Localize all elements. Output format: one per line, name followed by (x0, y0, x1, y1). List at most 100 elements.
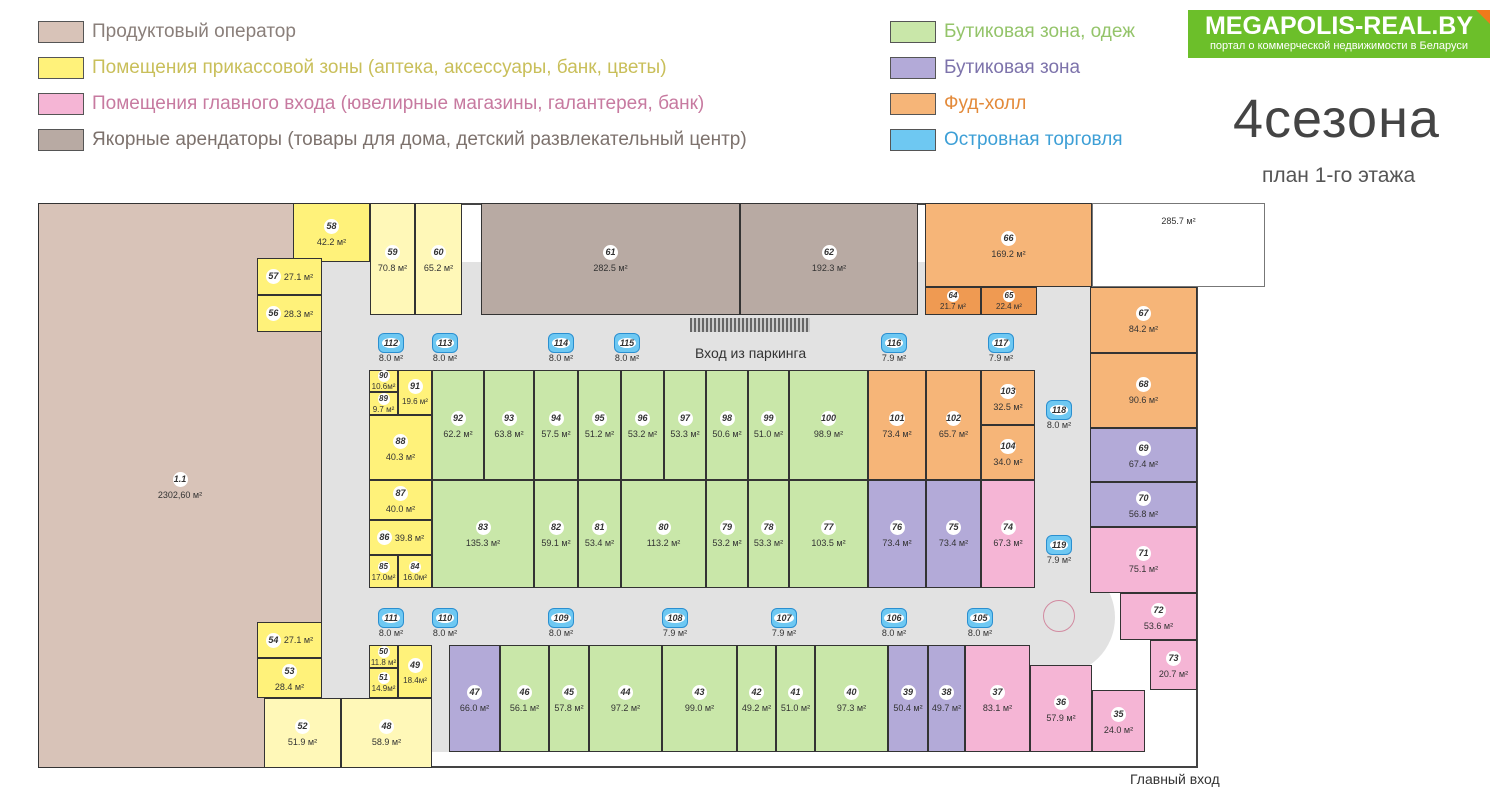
unit-area: 28.4 м² (274, 682, 305, 692)
unit-49[interactable]: 49 18.4м² (398, 645, 432, 698)
unit-number: 75 (946, 520, 961, 535)
unit-area: 32.5 м² (993, 401, 1023, 412)
island-area: 8.0 м² (548, 353, 574, 363)
logo-corner-icon (1476, 10, 1490, 24)
unit-number: 49 (407, 658, 423, 673)
unit-number: 82 (548, 520, 564, 535)
unit-number: 99 (761, 411, 776, 426)
unit-area: 27.1 м² (283, 635, 314, 645)
unit-number: 90 (377, 370, 390, 382)
unit-area: 42.2 м² (316, 236, 347, 247)
unit-area: 51.2 м² (584, 429, 615, 439)
unit-area: 10.6м² (371, 382, 396, 391)
legend-item: Якорные арендаторы (товары для дома, дет… (38, 129, 747, 151)
unit-area: 18.4м² (403, 676, 427, 685)
unit-103[interactable]: 103 32.5 м² (981, 370, 1035, 425)
megapolis-logo-link[interactable]: MEGAPOLIS-REAL.BY портал о коммерческой … (1188, 10, 1490, 58)
unit-number: 103 (1000, 383, 1016, 399)
